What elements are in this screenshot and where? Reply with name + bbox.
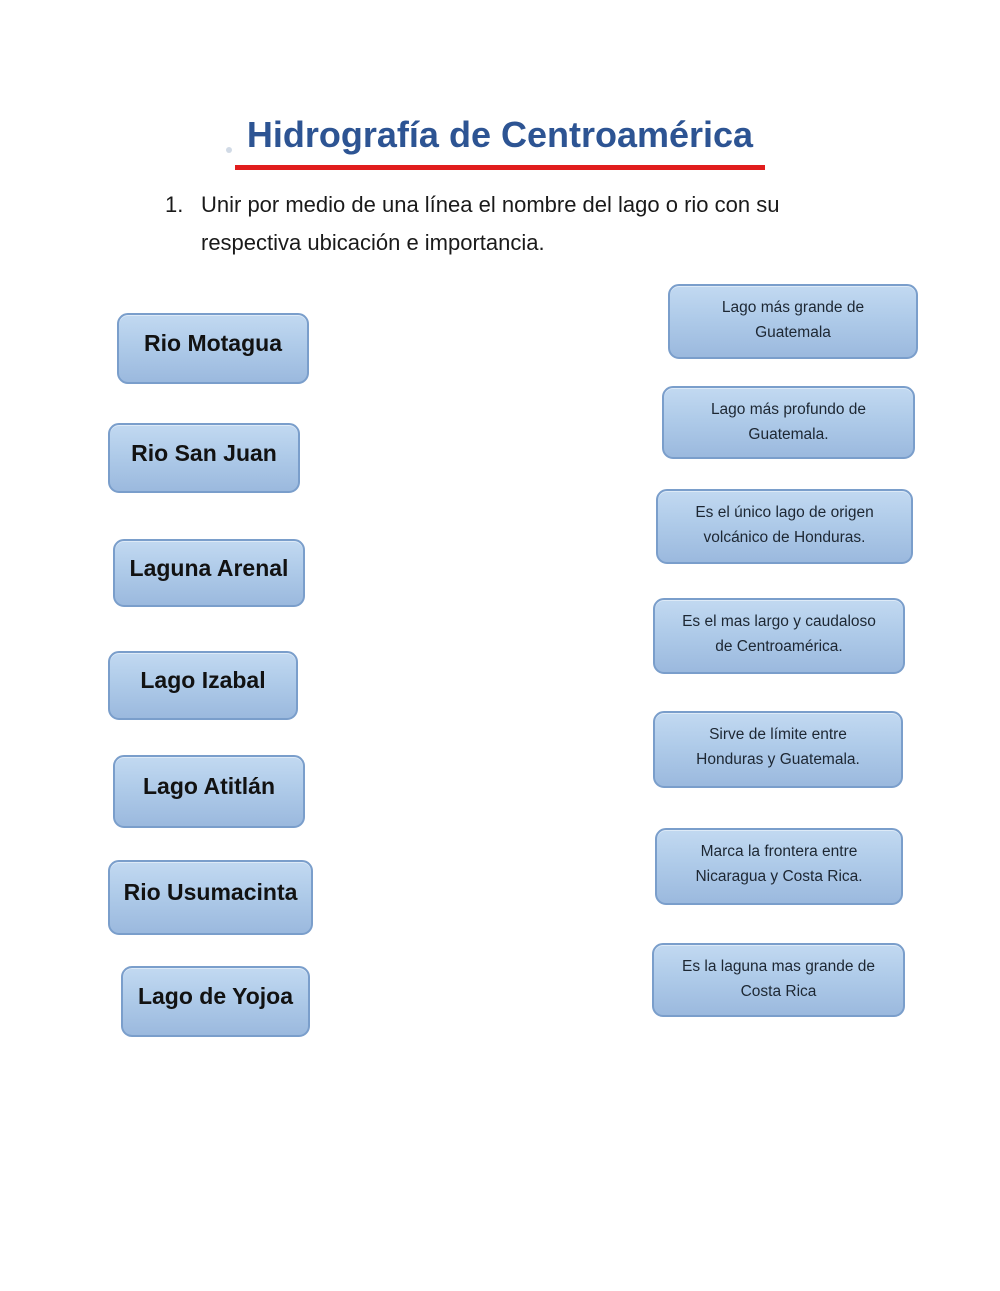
right-item-laguna-mas-grande-costa-rica[interactable]: Es la laguna mas grande de Costa Rica <box>652 943 905 1017</box>
instruction-line-1: Unir por medio de una línea el nombre de… <box>201 192 780 217</box>
right-item-line-2: Guatemala <box>755 324 831 341</box>
right-item-line-2: Nicaragua y Costa Rica. <box>695 868 863 885</box>
left-item-label: Rio Motagua <box>144 330 282 356</box>
right-item-line-1: Lago más grande de <box>721 299 865 316</box>
left-item-rio-usumacinta[interactable]: Rio Usumacinta <box>108 860 313 935</box>
right-item-mas-largo-caudaloso-centroamerica[interactable]: Es el mas largo y caudaloso de Centroamé… <box>653 598 905 674</box>
right-item-line-2: Costa Rica <box>740 983 817 1000</box>
right-item-line-1: Lago más profundo de <box>710 401 867 418</box>
right-item-line-1: Sirve de límite entre <box>709 726 847 743</box>
left-item-rio-san-juan[interactable]: Rio San Juan <box>108 423 300 493</box>
right-item-lago-mas-profundo-guatemala[interactable]: Lago más profundo de Guatemala. <box>662 386 915 459</box>
right-item-line-2: volcánico de Honduras. <box>703 529 866 546</box>
left-item-lago-izabal[interactable]: Lago Izabal <box>108 651 298 720</box>
instruction-number: 1. <box>165 192 184 217</box>
left-item-label: Laguna Arenal <box>129 554 289 581</box>
left-item-rio-motagua[interactable]: Rio Motagua <box>117 313 309 384</box>
right-item-line-1: Marca la frontera entre <box>700 843 858 860</box>
title-row: Hidrografía de Centroamérica <box>0 112 1000 170</box>
left-item-label: Lago Izabal <box>140 667 266 693</box>
instruction-text: Unir por medio de una línea el nombre de… <box>201 186 845 262</box>
left-item-label: Rio San Juan <box>131 439 277 466</box>
page-title: Hidrografía de Centroamérica <box>234 112 766 170</box>
left-item-label: Rio Usumacinta <box>123 879 298 905</box>
right-item-line-1: Es la laguna mas grande de <box>681 958 876 975</box>
left-item-lago-atitlan[interactable]: Lago Atitlán <box>113 755 305 828</box>
right-item-line-1: Es el único lago de origen <box>695 504 874 521</box>
right-item-limite-honduras-guatemala[interactable]: Sirve de límite entre Honduras y Guatema… <box>653 711 903 788</box>
right-item-lago-mas-grande-guatemala[interactable]: Lago más grande de Guatemala <box>668 284 918 359</box>
right-item-frontera-nicaragua-costa-rica[interactable]: Marca la frontera entre Nicaragua y Cost… <box>655 828 903 905</box>
stray-dot-artifact <box>226 147 232 153</box>
instruction-block: 1. Unir por medio de una línea el nombre… <box>165 186 845 262</box>
right-item-line-1: Es el mas largo y caudaloso <box>682 613 876 630</box>
right-item-line-2: Honduras y Guatemala. <box>696 751 860 768</box>
left-item-lago-de-yojoa[interactable]: Lago de Yojoa <box>121 966 310 1037</box>
instruction-line-2: respectiva ubicación e importancia. <box>201 230 545 255</box>
right-item-line-2: Guatemala. <box>748 426 829 443</box>
right-item-line-2: de Centroamérica. <box>715 638 843 655</box>
left-item-laguna-arenal[interactable]: Laguna Arenal <box>113 539 305 607</box>
right-item-unico-lago-volcanico-honduras[interactable]: Es el único lago de origen volcánico de … <box>656 489 913 564</box>
left-item-label: Lago Atitlán <box>142 773 276 799</box>
left-item-label: Lago de Yojoa <box>137 983 294 1009</box>
